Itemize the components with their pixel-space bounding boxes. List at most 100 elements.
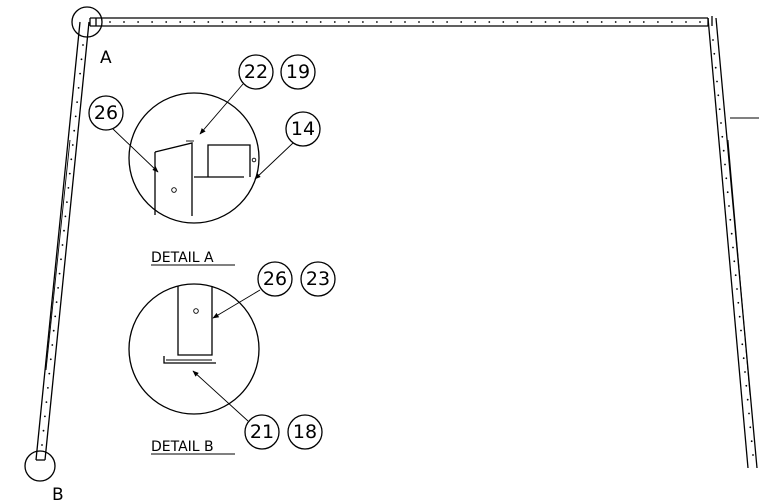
fastener-dot — [68, 172, 71, 175]
fastener-dot — [109, 21, 111, 23]
fastener-dot — [179, 21, 182, 23]
fastener-dot — [488, 21, 491, 23]
fastener-dot — [74, 115, 77, 118]
fastener-dot — [235, 21, 238, 23]
detail-b-caption: DETAIL B — [151, 439, 214, 455]
fastener-dot — [137, 21, 140, 23]
fastener-dot — [642, 21, 645, 23]
fastener-dot — [63, 229, 65, 232]
fastener-dot — [82, 44, 84, 46]
fastener-dot — [734, 274, 737, 277]
detail-b-part-26 — [177, 286, 213, 356]
fastener-dot — [333, 21, 336, 23]
fastener-dot — [49, 358, 52, 361]
right-leg — [707, 16, 759, 469]
callout-19: 19 — [280, 54, 316, 90]
fastener-dot — [41, 444, 43, 446]
svg-text:18: 18 — [293, 421, 317, 443]
fastener-dot — [221, 21, 224, 23]
svg-text:21: 21 — [250, 421, 274, 443]
fastener-dot — [73, 129, 76, 132]
fastener-dot — [728, 205, 730, 207]
fastener-dot — [44, 415, 46, 418]
fastener-dot — [740, 329, 742, 332]
top-rail — [89, 17, 709, 27]
fastener-dot — [151, 21, 154, 23]
fastener-dot — [51, 344, 54, 346]
fastener-dot — [745, 384, 748, 387]
fastener-dot — [418, 21, 420, 23]
leader-26-a — [112, 128, 159, 173]
fastener-dot — [712, 39, 714, 41]
fastener-dot — [716, 80, 718, 83]
fastener-dot — [76, 101, 78, 103]
fastener-dot — [47, 387, 49, 389]
fastener-dot — [319, 21, 322, 23]
fastener-dot — [530, 21, 533, 23]
fastener-dot — [165, 21, 168, 23]
svg-text:26: 26 — [94, 102, 118, 124]
fastener-dot — [718, 108, 721, 111]
fastener-dot — [732, 246, 734, 249]
fastener-dot — [516, 21, 519, 23]
fastener-dot — [48, 372, 51, 375]
svg-text:14: 14 — [291, 118, 315, 140]
fastener-dot — [730, 232, 733, 235]
detail-a-marker-letter: A — [100, 48, 112, 68]
svg-text:26: 26 — [263, 268, 287, 290]
fastener-dot — [752, 454, 754, 456]
fastener-dot — [558, 21, 561, 23]
fastener-dot — [746, 398, 749, 401]
fastener-dot — [742, 357, 745, 360]
callout-26-b: 26 — [257, 261, 293, 297]
fastener-dot — [749, 426, 752, 429]
svg-text:23: 23 — [306, 268, 330, 290]
callout-23: 23 — [300, 261, 336, 297]
fastener-dot — [738, 315, 741, 318]
fastener-dot — [277, 21, 280, 23]
fastener-dot — [193, 21, 196, 23]
fastener-dot — [600, 21, 603, 23]
fastener-dot — [45, 401, 48, 403]
fastener-dot — [502, 21, 505, 23]
fastener-dot — [750, 440, 753, 443]
callout-18: 18 — [287, 414, 323, 450]
fastener-dot — [628, 21, 631, 23]
fastener-dot — [733, 260, 736, 263]
fastener-dot — [744, 371, 746, 373]
svg-text:19: 19 — [286, 61, 310, 83]
detail-a-caption: DETAIL A — [151, 250, 214, 266]
callout-14: 14 — [285, 111, 321, 147]
fastener-dot — [737, 301, 740, 304]
fastener-dot — [362, 21, 364, 23]
fastener-dot — [722, 149, 725, 152]
fastener-dot — [77, 87, 80, 89]
fastener-dot — [725, 177, 728, 180]
fastener-dot — [586, 21, 589, 23]
fastener-dot — [79, 72, 81, 75]
fastener-dot — [207, 21, 210, 23]
fastener-dot — [404, 21, 406, 23]
fastener-dot — [58, 272, 61, 275]
fastener-dot — [721, 135, 724, 138]
fastener-dot — [61, 244, 64, 246]
left-leg — [35, 21, 90, 461]
fastener-dot — [263, 21, 266, 23]
fastener-dot — [66, 201, 68, 204]
fastener-dot — [614, 21, 617, 23]
detail-b-part-21 — [163, 356, 216, 364]
fastener-dot — [748, 412, 750, 415]
detail-a-part-14 — [194, 144, 257, 178]
fastener-dot — [714, 66, 717, 69]
svg-text:22: 22 — [244, 61, 268, 83]
fastener-dot — [64, 215, 67, 218]
fastener-dot — [724, 163, 726, 166]
fastener-dot — [70, 158, 73, 161]
fastener-dot — [729, 218, 732, 221]
fastener-dot — [376, 21, 378, 23]
detail-a: 22 19 26 14 DETAIL A — [88, 54, 321, 266]
fastener-dot — [390, 21, 392, 23]
fastener-dot — [347, 21, 350, 23]
fastener-dot — [671, 21, 673, 23]
